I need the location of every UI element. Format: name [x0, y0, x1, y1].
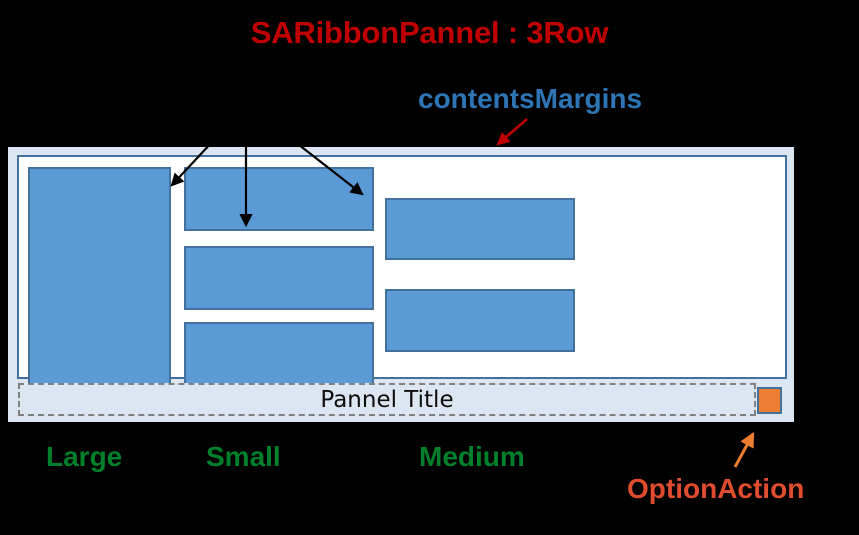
pannel-contents-area [17, 155, 787, 388]
small-button-row-3[interactable] [184, 322, 374, 388]
size-label-large: Large [46, 441, 123, 472]
pannel-title-text: Pannel Title [320, 386, 454, 413]
contents-margins-label: contentsMargins [418, 83, 643, 114]
diagram-title: SARibbonPannel : 3Row [250, 15, 609, 50]
contents-margins-arrow [496, 118, 528, 146]
medium-button-row-1[interactable] [385, 198, 575, 260]
option-action-button[interactable] [757, 387, 782, 414]
small-button-row-2[interactable] [184, 246, 374, 310]
pannel-title-bar: Pannel Title [18, 383, 756, 416]
option-action-label: OptionAction [627, 473, 805, 504]
option-action-arrow [733, 431, 755, 468]
size-label-small: Small [206, 441, 281, 472]
small-button-row-1[interactable] [184, 167, 374, 231]
size-label-medium: Medium [419, 441, 525, 472]
large-button[interactable] [28, 167, 171, 388]
medium-button-row-2[interactable] [385, 289, 575, 352]
ribbon-pannel: Pannel Title [8, 147, 794, 422]
